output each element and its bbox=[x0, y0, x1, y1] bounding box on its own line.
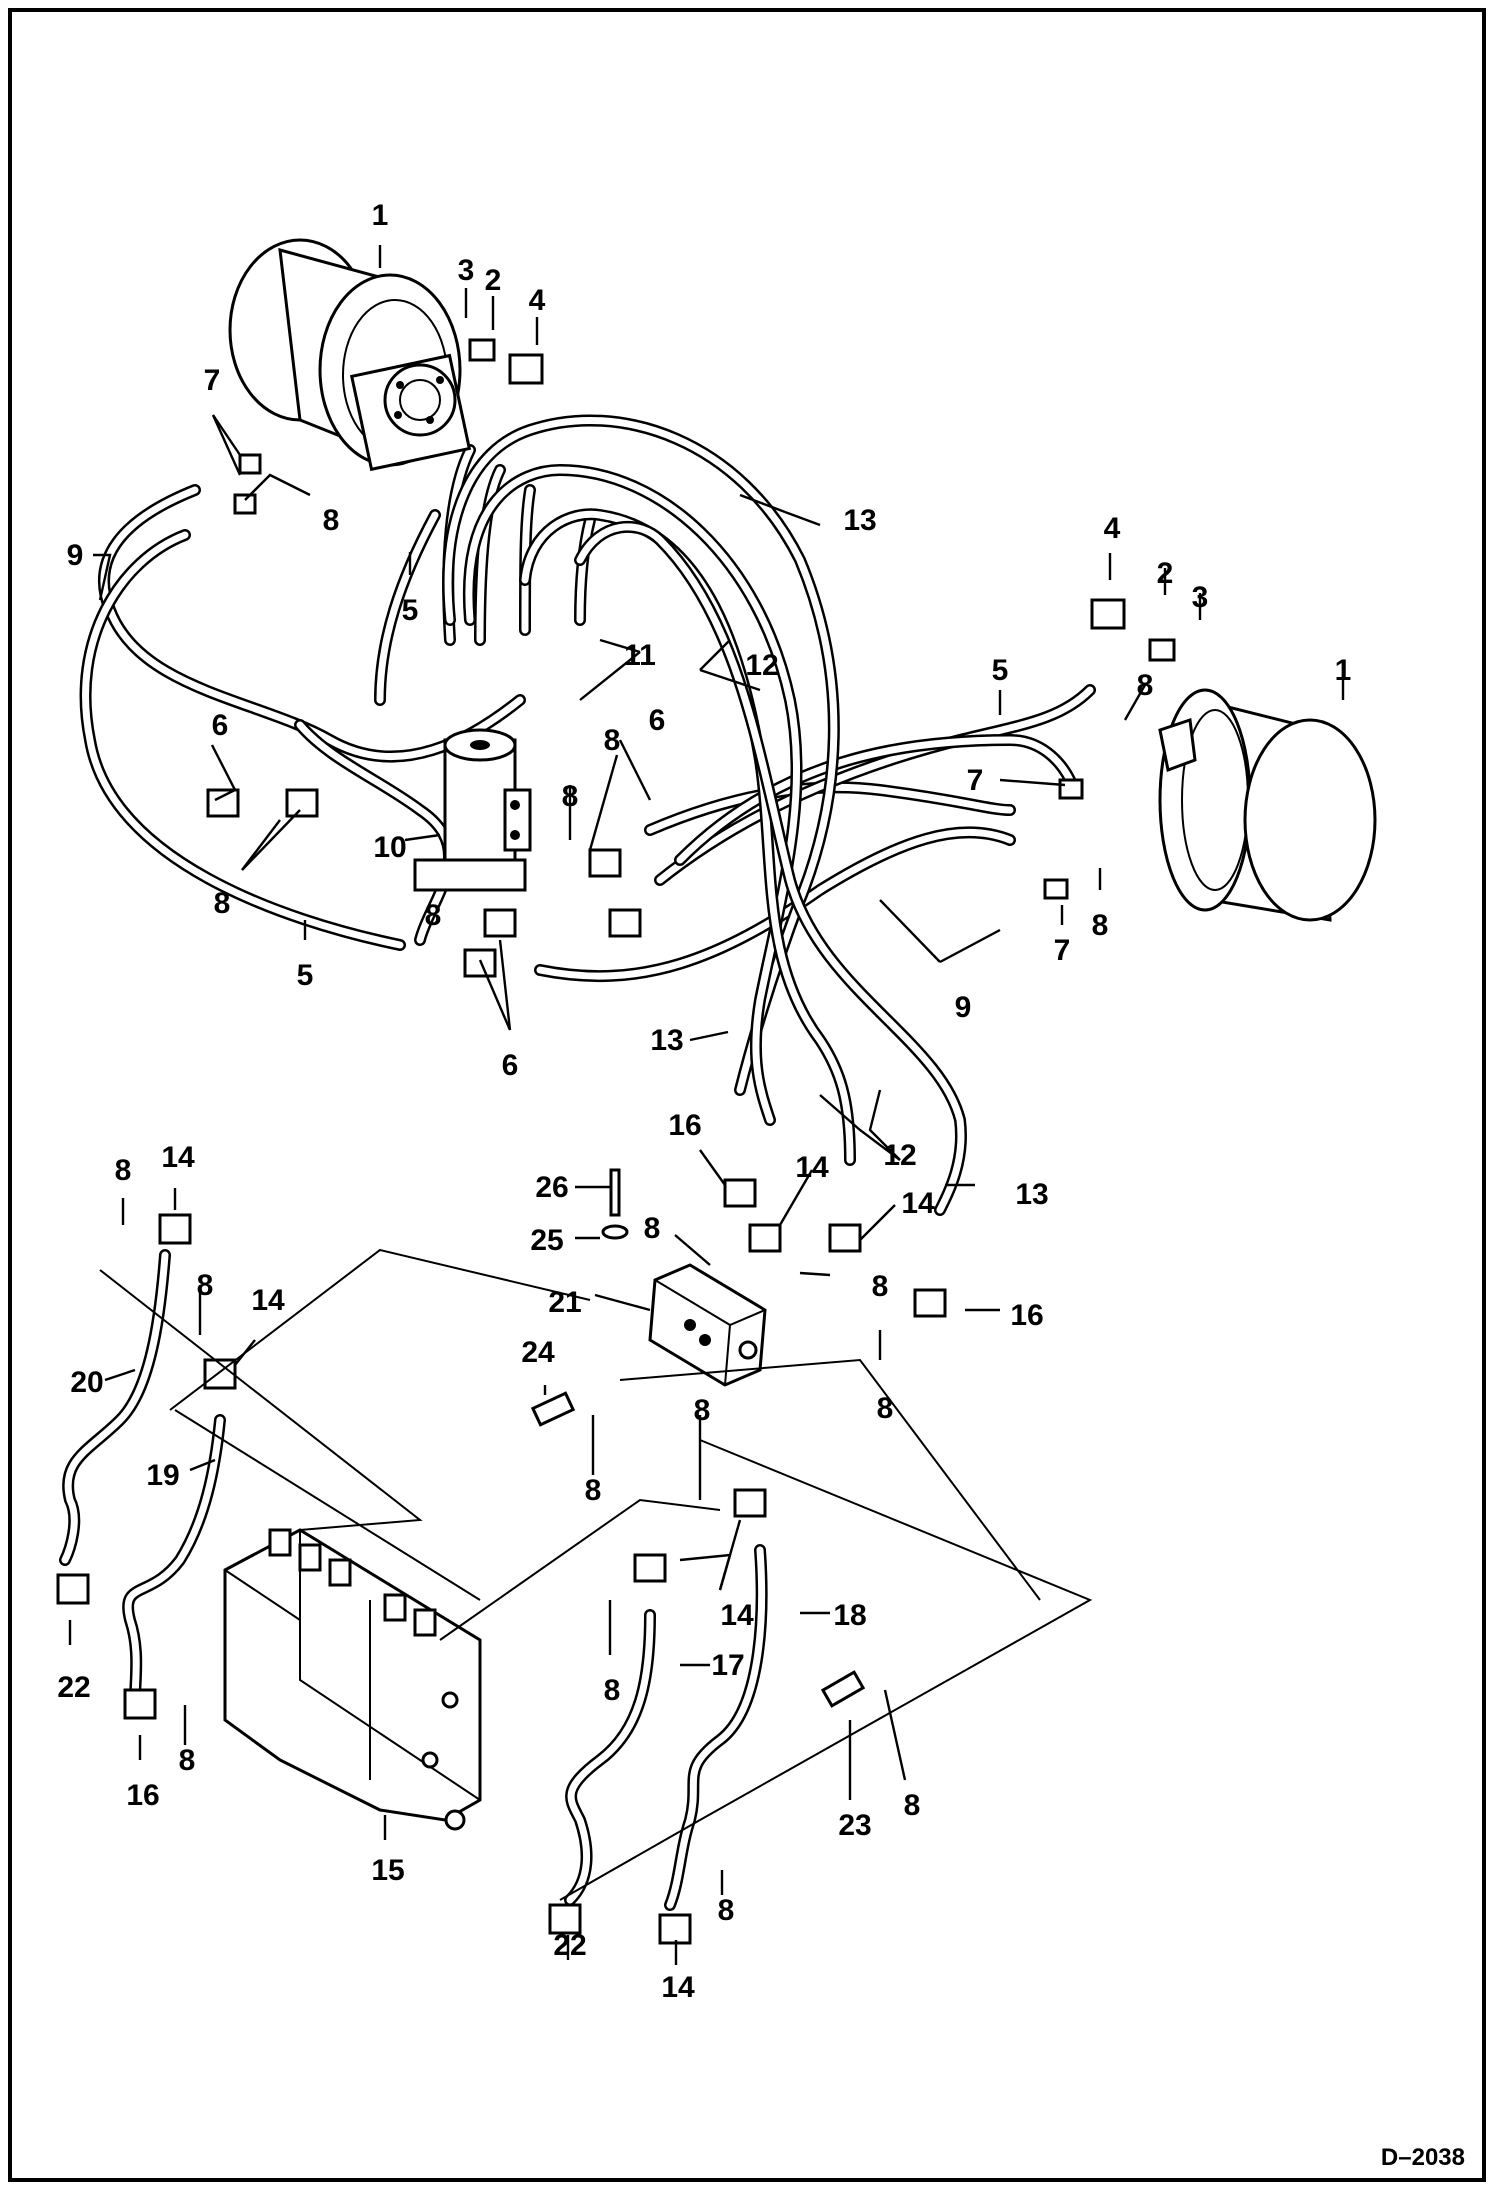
callout-2-right: 2 bbox=[1157, 557, 1174, 590]
callout-14-upper: 14 bbox=[795, 1151, 829, 1184]
callout-8-o: 8 bbox=[179, 1744, 196, 1777]
drawing-code: D–2038 bbox=[1381, 2144, 1465, 2171]
callout-8-f: 8 bbox=[1092, 909, 1109, 942]
callout-8-e: 8 bbox=[1137, 669, 1154, 702]
callout-10: 10 bbox=[373, 831, 406, 864]
manifold-block bbox=[648, 1263, 767, 1387]
callout-8-h: 8 bbox=[197, 1269, 214, 1302]
callout-20: 20 bbox=[70, 1366, 103, 1399]
callout-5-lower: 5 bbox=[297, 959, 314, 992]
callout-8-p: 8 bbox=[904, 1789, 921, 1822]
callout-11: 11 bbox=[624, 639, 656, 672]
callout-24: 24 bbox=[521, 1336, 555, 1369]
callout-8-n: 8 bbox=[604, 1674, 621, 1707]
callout-14-right: 14 bbox=[901, 1187, 935, 1220]
callout-7-left: 7 bbox=[204, 364, 221, 397]
callout-8-g: 8 bbox=[115, 1154, 132, 1187]
callout-6-lower: 6 bbox=[502, 1049, 519, 1082]
callout-14-top-left: 14 bbox=[161, 1141, 195, 1174]
callout-14-left: 14 bbox=[251, 1284, 285, 1317]
callout-16-upper: 16 bbox=[668, 1109, 701, 1142]
callout-5-right: 5 bbox=[992, 654, 1009, 687]
callout-25: 25 bbox=[530, 1224, 563, 1257]
callout-12-upper: 12 bbox=[745, 649, 778, 682]
travel-motor-right bbox=[1158, 688, 1377, 922]
callout-22-left: 22 bbox=[57, 1671, 90, 1704]
callout-8-i: 8 bbox=[644, 1212, 661, 1245]
callout-13-upper: 13 bbox=[843, 504, 876, 537]
callout-6-mid: 6 bbox=[649, 704, 666, 737]
callout-14-bottom: 14 bbox=[661, 1971, 695, 2004]
callout-8-left-motor: 8 bbox=[323, 504, 340, 537]
callout-21: 21 bbox=[548, 1286, 581, 1319]
callout-1-left: 1 bbox=[372, 199, 389, 232]
callout-7-right-upper: 7 bbox=[967, 764, 984, 797]
fittings bbox=[56, 338, 1176, 1945]
callout-5-upper: 5 bbox=[402, 594, 419, 627]
callout-4-left: 4 bbox=[529, 284, 546, 317]
callout-13-mid: 13 bbox=[650, 1024, 683, 1057]
callout-8-l: 8 bbox=[585, 1474, 602, 1507]
callout-23: 23 bbox=[838, 1809, 871, 1842]
callout-4-right: 4 bbox=[1104, 512, 1121, 545]
callout-8-j: 8 bbox=[872, 1270, 889, 1303]
callout-19: 19 bbox=[146, 1459, 179, 1492]
callout-3-right: 3 bbox=[1192, 581, 1209, 614]
callout-3-left: 3 bbox=[458, 254, 475, 287]
hoses bbox=[59, 414, 1096, 1911]
callout-8-q: 8 bbox=[718, 1894, 735, 1927]
callout-22-bottom: 22 bbox=[553, 1929, 586, 1962]
callout-17: 17 bbox=[711, 1649, 744, 1682]
callout-8-c: 8 bbox=[604, 724, 621, 757]
callout-18: 18 bbox=[833, 1599, 866, 1632]
callout-8-a: 8 bbox=[214, 887, 231, 920]
callout-6-left: 6 bbox=[212, 709, 229, 742]
callout-8-m: 8 bbox=[694, 1394, 711, 1427]
callout-8-b: 8 bbox=[562, 780, 579, 813]
callout-8-k: 8 bbox=[877, 1392, 894, 1425]
callout-2-left: 2 bbox=[485, 264, 502, 297]
callout-labels: 1 2 3 4 5 6 7 8 9 10 11 12 13 14 15 16 1… bbox=[57, 199, 1465, 2171]
callout-16-right: 16 bbox=[1010, 1299, 1043, 1332]
callout-12-lower: 12 bbox=[883, 1139, 916, 1172]
control-valve bbox=[223, 1528, 482, 1831]
callout-8-d: 8 bbox=[425, 899, 442, 932]
callout-9-left: 9 bbox=[67, 539, 84, 572]
callout-16-lower-left: 16 bbox=[126, 1779, 159, 1812]
travel-motor-left bbox=[228, 238, 472, 472]
swivel-joint bbox=[413, 728, 532, 892]
callout-26: 26 bbox=[535, 1171, 568, 1204]
callout-9-right: 9 bbox=[955, 991, 972, 1024]
callout-1-right: 1 bbox=[1335, 654, 1352, 687]
callout-7-right-lower: 7 bbox=[1054, 934, 1071, 967]
callout-14-mid: 14 bbox=[720, 1599, 754, 1632]
leader-lines bbox=[68, 245, 1345, 1965]
callout-13-lower: 13 bbox=[1015, 1178, 1048, 1211]
callout-15: 15 bbox=[371, 1854, 404, 1887]
